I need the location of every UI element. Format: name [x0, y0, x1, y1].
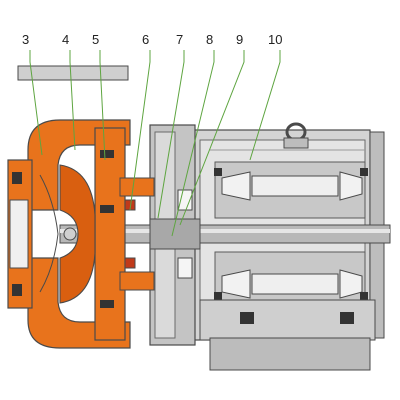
callout-7: 7 [176, 32, 183, 47]
callout-6: 6 [142, 32, 149, 47]
leader-5 [99, 50, 106, 161]
callout-3: 3 [22, 32, 29, 47]
seal-assembly [119, 177, 155, 291]
callout-9: 9 [236, 32, 243, 47]
leader-4 [69, 50, 76, 151]
leader-8 [171, 50, 215, 237]
leader-7 [157, 50, 185, 219]
callout-4: 4 [62, 32, 69, 47]
lifting-eye [283, 122, 309, 149]
leader-9 [179, 50, 245, 226]
leader-10 [249, 50, 281, 161]
callout-8: 8 [206, 32, 213, 47]
motor-housing [174, 129, 385, 341]
leader-lines [29, 50, 281, 237]
callout-5: 5 [92, 32, 99, 47]
callout-labels: 3 4 5 6 7 8 9 10 [22, 32, 282, 47]
leader-6 [129, 50, 151, 211]
motor-base [199, 299, 376, 371]
impeller [39, 164, 96, 304]
leader-3 [29, 50, 43, 156]
callout-10: 10 [268, 32, 282, 47]
top-flange-plate [17, 65, 129, 81]
